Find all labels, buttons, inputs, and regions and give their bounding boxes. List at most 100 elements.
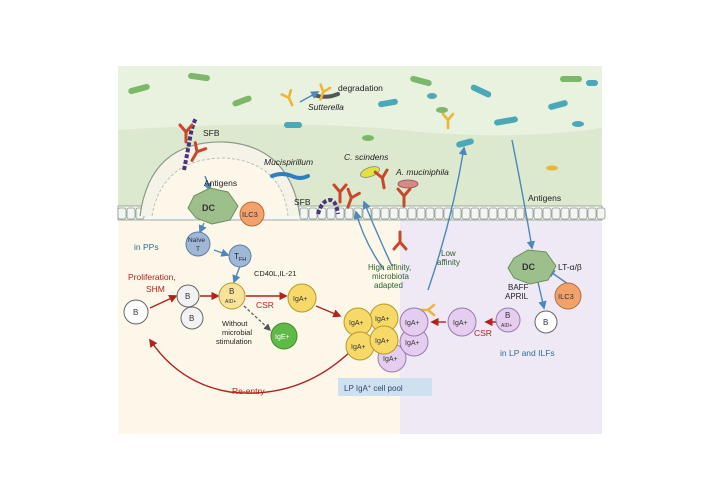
epithelial-cell [416, 207, 426, 220]
label-b-left: B [133, 308, 138, 317]
label-without-1: Without [222, 319, 248, 328]
label-high-aff-3: adapted [374, 281, 403, 290]
c-scindens [360, 166, 380, 178]
label-b-mid-top: B [185, 292, 190, 301]
label-iga-lp: IgA+ [453, 320, 468, 327]
label-low-aff-1: Low [441, 249, 456, 258]
epithelial-cell [542, 207, 552, 220]
label-low-aff-2: affinity [437, 258, 460, 267]
label-pool: LP IgA+ cell pool [344, 384, 403, 393]
b-cell-mid-top [176, 284, 200, 308]
epithelial-cell [470, 207, 480, 220]
svg-text:IgA+: IgA+ [349, 320, 364, 327]
label-reentry: Re-entry [232, 386, 265, 396]
label-april: APRIL [505, 292, 529, 301]
label-aid-pp: AID+ [225, 299, 236, 305]
epithelial-cell [578, 207, 588, 220]
iga-cell-pp [287, 283, 317, 313]
epithelial-cell [344, 207, 354, 220]
svg-text:IgA+: IgA+ [405, 320, 420, 327]
label-proliferation: Proliferation, [128, 272, 176, 282]
epithelial-cell [497, 207, 507, 220]
label-b-lp: B [543, 318, 548, 327]
svg-text:IgA+: IgA+ [375, 338, 390, 345]
iga-cell-cluster [343, 303, 429, 373]
label-b-aid-pp: B [229, 287, 234, 296]
pool-label-box [338, 378, 432, 396]
ilc3-left [239, 201, 265, 227]
label-dc-left: DC [202, 203, 215, 213]
label-a-muciniphila: A. muciniphila [395, 167, 449, 177]
naive-t-cell [185, 231, 211, 257]
dc-right [507, 249, 557, 285]
svg-text:IgA+: IgA+ [351, 344, 366, 351]
epithelial-cell [515, 207, 525, 220]
epithelial-cell [117, 207, 127, 220]
epithelial-cell [587, 207, 597, 220]
epithelial-cell [452, 207, 462, 220]
label-naive-1: Naïve [188, 237, 205, 244]
label-mucispirillum: Mucispirillum [264, 157, 313, 167]
label-sutterella: Sutterella [308, 102, 344, 112]
epithelial-cell [389, 207, 399, 220]
label-shm: SHM [146, 284, 165, 294]
epithelial-cell [126, 207, 136, 220]
epithelial-cell [506, 207, 516, 220]
epithelial-cell [434, 207, 444, 220]
label-high-aff-2: microbiota [372, 272, 409, 281]
epithelial-cell [551, 207, 561, 220]
b-cell-lp [534, 310, 558, 334]
epithelial-cell [398, 207, 408, 220]
label-ilc3-right: ILC3 [558, 292, 574, 301]
label-tfh: TFH [234, 252, 246, 263]
label-without-3: stimulation [216, 337, 252, 346]
label-ige: IgE+ [275, 334, 290, 341]
epithelial-cell [371, 207, 381, 220]
a-muciniphila [397, 179, 419, 189]
dc-left [187, 187, 239, 225]
label-c-scindens: C. scindens [344, 152, 389, 162]
epithelial-cell [407, 207, 417, 220]
label-in-lp-ilfs: in LP and ILFs [500, 348, 555, 358]
label-ilc3-left: ILC3 [242, 210, 258, 219]
lumen-bacteria [128, 72, 598, 171]
sfb-filament-bottom [316, 197, 340, 215]
epithelial-cell [380, 207, 390, 220]
label-antigens-left: Antigens [204, 178, 237, 188]
tfh-cell [228, 244, 252, 268]
epithelial-cell [308, 207, 318, 220]
pp-dome-inner [151, 157, 289, 217]
label-aid-lp: AID+ [501, 323, 512, 329]
label-csr-left: CSR [256, 300, 274, 310]
label-iga-pp: IgA+ [293, 296, 308, 303]
label-degradation: degradation [338, 83, 383, 93]
label-in-pps: in PPs [134, 242, 159, 252]
b-aid-cell-pp [218, 282, 246, 310]
label-naive-2: T [196, 246, 200, 253]
label-sfb-top: SFB [203, 128, 220, 138]
label-antigens-right: Antigens [528, 193, 561, 203]
label-dc-right: DC [522, 262, 535, 272]
epithelial-cell [560, 207, 570, 220]
b-cell-left [123, 299, 149, 325]
label-high-aff-1: High affinity, [368, 263, 411, 272]
cluster-iga-labels: IgA+ IgA+ IgA+ IgA+ IgA+ IgA+ IgA+ [349, 316, 420, 363]
svg-text:IgA+: IgA+ [405, 340, 420, 347]
label-b-mid-bottom: B [189, 314, 194, 323]
b-cell-mid-bottom [180, 306, 204, 330]
b-aid-cell-lp [495, 307, 521, 333]
ige-cell [270, 322, 298, 350]
ilc3-right [554, 282, 582, 310]
epithelial-cell [488, 207, 498, 220]
epithelial-cell [569, 207, 579, 220]
label-sfb-bottom: SFB [294, 197, 311, 207]
epithelial-cell [596, 207, 606, 220]
label-csr-right: CSR [474, 328, 492, 338]
epithelial-cell [425, 207, 435, 220]
epithelial-cell [299, 207, 309, 220]
epithelial-cell [479, 207, 489, 220]
epithelial-cell [326, 207, 336, 220]
label-lt-ab: LT-α/β [558, 262, 582, 272]
label-b-aid-lp: B [505, 311, 510, 320]
